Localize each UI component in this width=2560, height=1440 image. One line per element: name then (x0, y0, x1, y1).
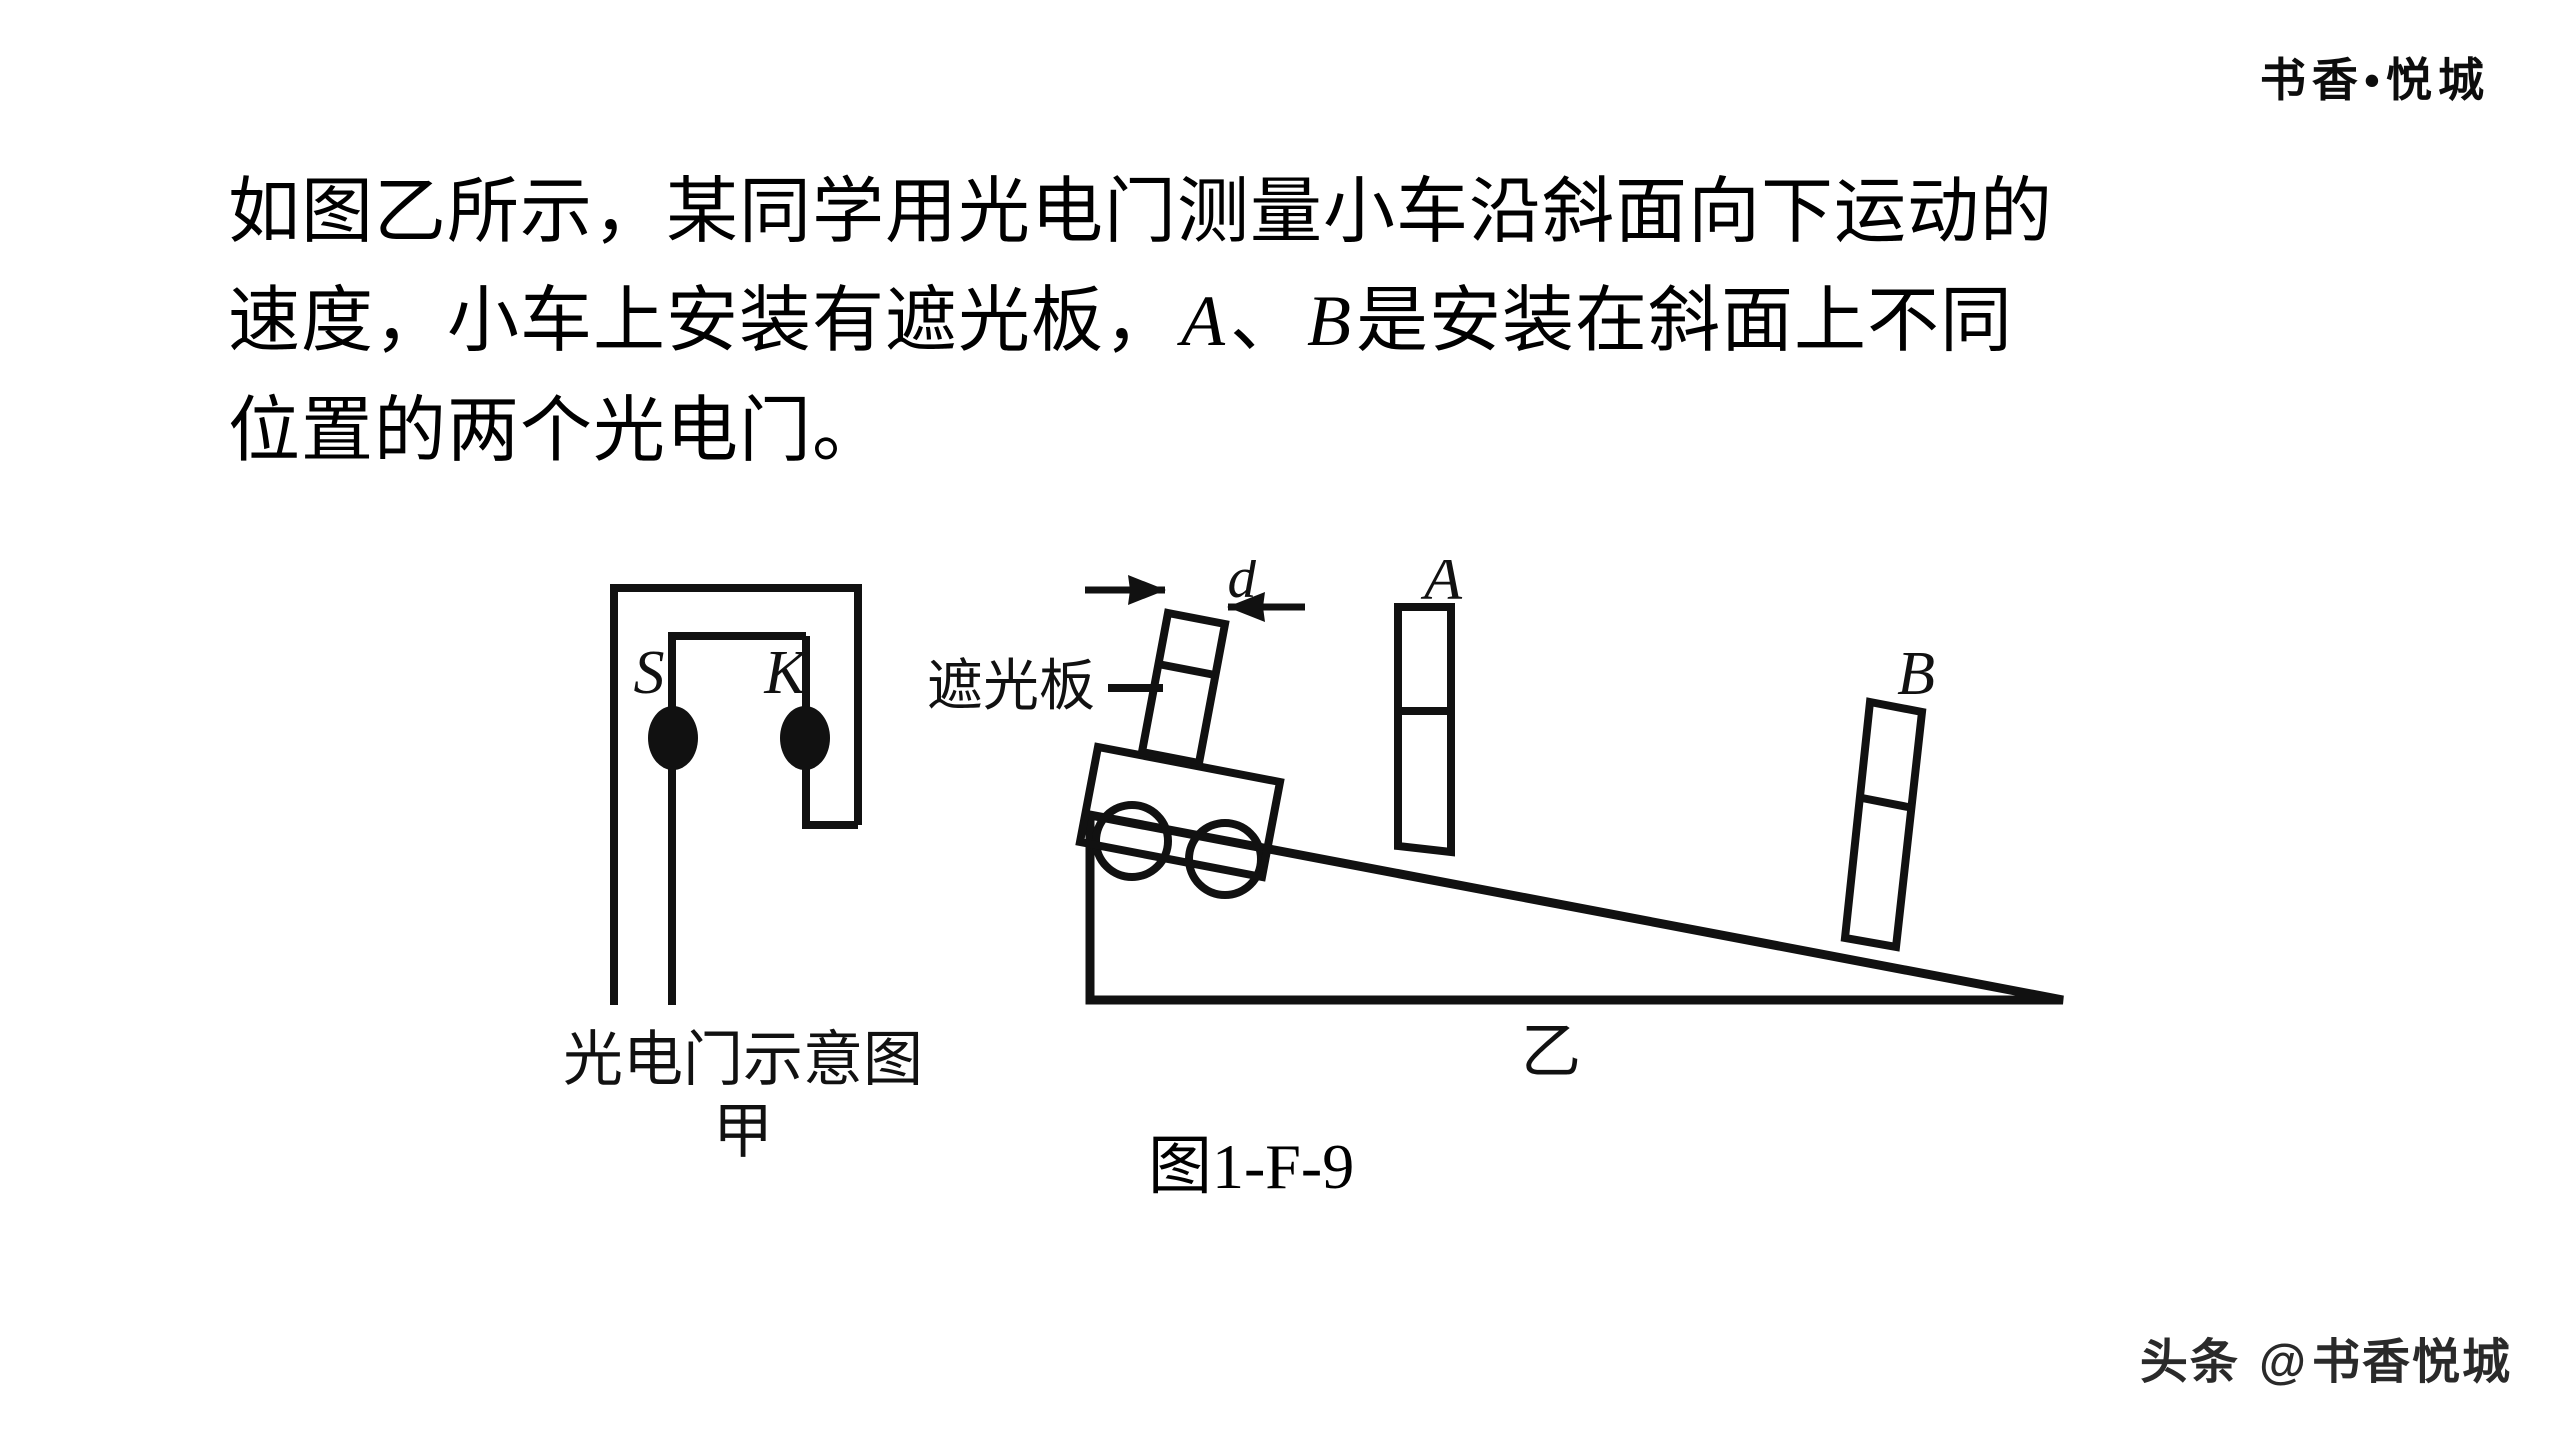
gap-label-d: d (1228, 560, 1258, 610)
photogate-b-divider (1861, 794, 1914, 812)
gate-label-k: K (763, 639, 809, 707)
figure-svg: S K d A B 遮光板 光电门示意图 甲 乙 (563, 560, 2064, 1165)
photogate-b-label: B (1897, 640, 1935, 708)
figure-number: 图1-F-9 (1148, 1131, 1355, 1202)
incline-triangle (1085, 809, 2064, 1005)
gate-schematic-subcaption: 甲 (713, 1098, 773, 1165)
watermark-account: 书香悦城 (2311, 1336, 2512, 1389)
problem-line-2-part-a: 速度，小车上安装有遮光板， (228, 281, 1178, 362)
watermark-source: 头条 (2139, 1336, 2240, 1389)
problem-line-1: 如图乙所示，某同学用光电门测量小车沿斜面向下运动的 (228, 158, 2368, 267)
variable-a: A (1181, 281, 1226, 362)
shade-plate (1137, 608, 1230, 768)
gate-label-s: S (634, 639, 665, 707)
problem-line-3-text: 位置的两个光电门。 (228, 390, 886, 471)
problem-line-3: 位置的两个光电门。 (228, 377, 2368, 486)
problem-line-1-text: 如图乙所示，某同学用光电门测量小车沿斜面向下运动的 (228, 172, 2054, 252)
problem-statement: 如图乙所示，某同学用光电门测量小车沿斜面向下运动的 速度，小车上安装有遮光板，A… (228, 158, 2368, 486)
gate-inner-frame (668, 632, 806, 1005)
gate-emitter-dot (648, 706, 698, 770)
gap-arrow-left-head (1128, 575, 1166, 605)
photogate-b-post (1840, 697, 1927, 952)
watermark-at-symbol: @ (2259, 1336, 2308, 1389)
problem-line-2: 速度，小车上安装有遮光板，A、B是安装在斜面上不同 (228, 267, 2368, 376)
problem-line-2-part-c: 是安装在斜面上不同 (1356, 281, 2014, 362)
gap-arrow-right-head (1227, 592, 1265, 622)
figure-illustration: S K d A B 遮光板 光电门示意图 甲 乙 (0, 560, 2560, 1240)
gate-outer-right-return (802, 636, 858, 829)
shade-plate-label: 遮光板 (927, 654, 1095, 717)
footer-watermark: 头条 @书香悦城 (2140, 1322, 2512, 1392)
photogate-a-post (1394, 603, 1455, 857)
problem-line-2-separator: 、 (1230, 281, 1304, 362)
gate-outer-frame (610, 584, 862, 1005)
photogate-a-label: A (1420, 560, 1463, 613)
gate-receiver-dot (780, 706, 830, 770)
incline-caption: 乙 (1521, 1018, 1581, 1085)
cart-wheel-rear (1185, 819, 1265, 899)
shade-plate-divider (1157, 660, 1216, 679)
brand-header: 书香•悦城 (2259, 55, 2490, 106)
cart-body (1075, 742, 1285, 882)
cart-wheel-front (1092, 801, 1172, 881)
gate-schematic-caption: 光电门示意图 (563, 1026, 923, 1093)
variable-b: B (1307, 281, 1352, 362)
